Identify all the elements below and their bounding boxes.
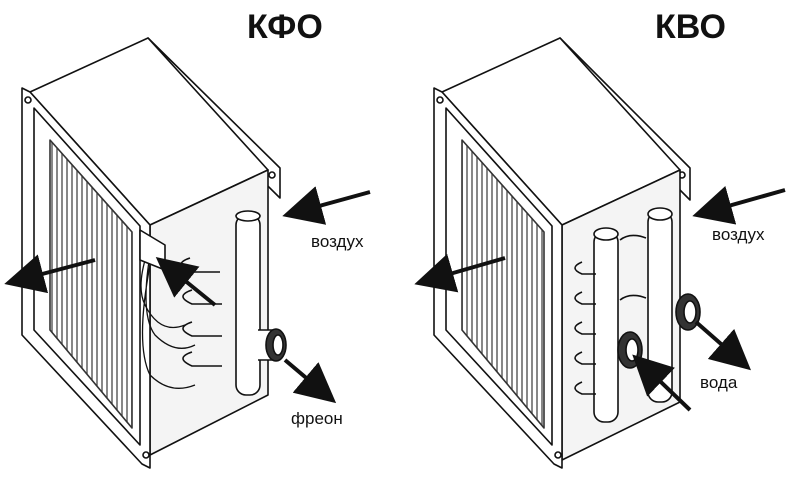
- label-medium-kfo: фреон: [291, 409, 343, 428]
- air-in-arrow: [692, 186, 786, 225]
- fin-block: [49, 139, 133, 429]
- medium-in-arrow: [155, 256, 217, 307]
- unit-kvo: [433, 37, 701, 469]
- water-out-arrow: [694, 320, 752, 371]
- medium-out-arrow: [283, 358, 337, 404]
- title-kvo: КВО: [655, 8, 726, 46]
- air-out-arrow: [414, 253, 506, 293]
- label-air-kfo: воздух: [311, 232, 364, 251]
- return-bends: [574, 261, 596, 395]
- air-in-arrow: [282, 186, 371, 225]
- capillary-tubes: [140, 244, 196, 389]
- air-out-arrow: [4, 254, 96, 294]
- label-medium-kvo: вода: [700, 373, 738, 392]
- bolt-hole: [268, 171, 276, 179]
- label-air-kvo: воздух: [712, 225, 765, 244]
- fin-block: [461, 139, 545, 429]
- unit-kfo: [21, 37, 287, 469]
- bolt-hole: [24, 96, 32, 104]
- title-kfo: КФО: [247, 8, 323, 46]
- water-in-arrow: [632, 354, 692, 412]
- bolt-hole: [142, 451, 150, 459]
- collector-left: [593, 231, 619, 423]
- manifold-left: [235, 214, 261, 396]
